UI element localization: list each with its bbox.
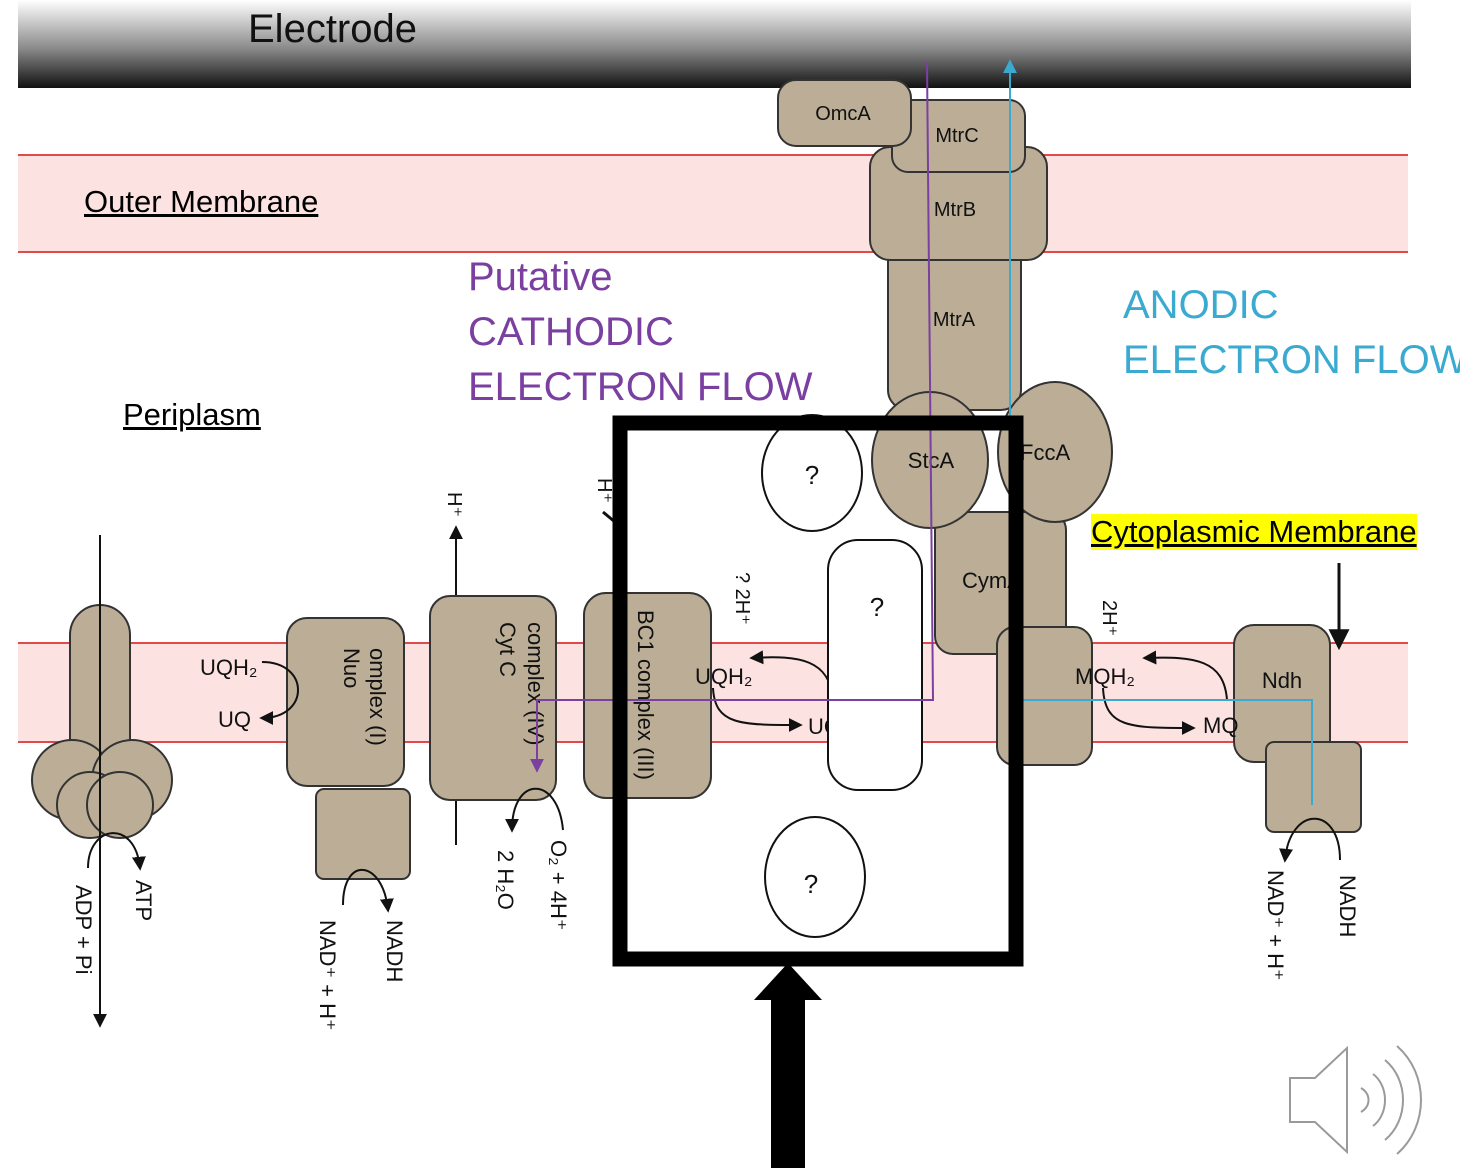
ndh-nad-label: NAD⁺ + H⁺: [1263, 870, 1288, 981]
periplasm-label: Periplasm: [123, 397, 261, 432]
fcca-label: FccA: [1020, 440, 1070, 465]
unknown-protein-upper: [761, 414, 863, 532]
atp-synthase: [31, 535, 173, 1028]
cathodic-flow-path: [530, 61, 935, 773]
big-up-arrow: [754, 963, 822, 1168]
outer-membrane-label: Outer Membrane: [84, 184, 319, 219]
bc1-h-label: H⁺: [593, 478, 615, 503]
nuo-uqh2-label: UQH₂: [200, 655, 257, 680]
anodic-flow-path: [1003, 59, 1313, 805]
nuo-complex: [286, 617, 405, 787]
nuo-uq-label: UQ: [218, 707, 251, 732]
bc1-label: BC1 complex (III): [633, 610, 658, 780]
electrode-bar: [18, 0, 1411, 88]
mtrb-label: MtrB: [934, 199, 976, 221]
mq-label: MQ: [1203, 713, 1238, 738]
mtra-label: MtrA: [933, 309, 976, 331]
svg-text:?: ?: [870, 592, 884, 622]
mq-2h-label: 2H⁺: [1098, 600, 1120, 636]
nuo-nad-label: NAD⁺ + H⁺: [315, 920, 340, 1031]
ndh-label: Ndh: [1262, 668, 1302, 693]
fcca-protein: [997, 381, 1113, 523]
electrode-label: Electrode: [248, 7, 417, 51]
omca-label: OmcA: [815, 103, 871, 125]
unknown-protein-lower: [764, 816, 866, 938]
cytc-label: Cyt C complex (IV): [495, 622, 548, 745]
focus-box: [612, 415, 1024, 967]
omca-protein: [777, 79, 912, 147]
cytoplasmic-membrane-label: Cytoplasmic Membrane: [1091, 514, 1417, 550]
oxygen-label: O₂ + 4H⁺: [546, 840, 571, 930]
mqh2-label: MQH₂: [1075, 664, 1135, 689]
mtrc-label: MtrC: [935, 125, 978, 147]
water-label: 2 H₂O: [493, 850, 518, 910]
cytc-h-label: H⁺: [443, 492, 465, 517]
nuo-nadh-label: NADH: [382, 920, 407, 982]
bc1-uqh2-label: UQH₂: [695, 664, 752, 689]
nuo-label: Nuo omplex (I): [339, 648, 390, 746]
ndh-nadh-label: NADH: [1335, 875, 1360, 937]
adp-pi-label: ADP + Pi: [71, 885, 96, 974]
atp-label: ATP: [131, 880, 156, 921]
svg-text:?: ?: [804, 869, 818, 899]
unknown-protein-membrane: [827, 539, 923, 791]
ndh-subunit: [1265, 741, 1362, 833]
svg-text:?: ?: [805, 460, 819, 490]
speaker-icon[interactable]: [1285, 1040, 1445, 1160]
bc1-2h-label: ? 2H⁺: [731, 572, 753, 625]
outer-membrane-band: [18, 155, 1408, 252]
nuo-subunit: [315, 788, 411, 880]
anodic-flow-title: ANODIC ELECTRON FLOW: [1123, 283, 1460, 382]
cytc-complex: [429, 595, 557, 801]
cathodic-flow-title: Putative CATHODIC ELECTRON FLOW: [468, 255, 813, 409]
